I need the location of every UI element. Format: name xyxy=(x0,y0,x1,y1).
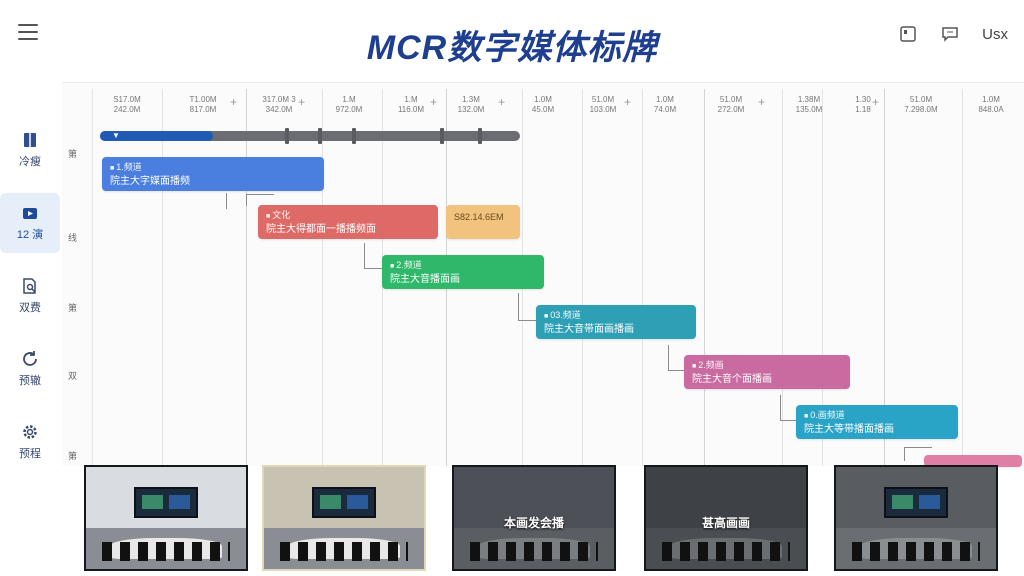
sidebar-item-library[interactable]: 冷瘦 xyxy=(0,120,60,180)
refresh-icon xyxy=(23,351,37,366)
plus-icon[interactable]: + xyxy=(230,95,238,109)
sidebar-item-label: 12 演 xyxy=(16,229,44,241)
row-label: 第 xyxy=(68,303,78,313)
thumbnail[interactable] xyxy=(262,465,426,571)
task-bar[interactable] xyxy=(924,455,1022,467)
plus-icon[interactable]: + xyxy=(872,95,880,109)
plus-icon[interactable]: + xyxy=(498,95,506,109)
progress-tick xyxy=(478,128,482,144)
plus-icon[interactable]: + xyxy=(298,95,306,109)
chat-icon[interactable] xyxy=(940,24,960,44)
sidebar-item-label: 冷瘦 xyxy=(19,156,41,168)
playhead-icon[interactable]: ▼ xyxy=(112,131,120,140)
page-title: MCR数字媒体标牌 xyxy=(366,29,658,67)
sidebar-item-label: 双费 xyxy=(19,302,41,314)
book-icon xyxy=(24,133,36,147)
sidebar-item-label: 预辙 xyxy=(19,375,41,387)
timeline-progress[interactable]: ▼ xyxy=(100,128,520,144)
user-name[interactable]: Usx xyxy=(982,25,1008,43)
progress-tick xyxy=(284,128,289,144)
row-label: 双 xyxy=(68,371,78,381)
sidebar-item-settings[interactable]: 预程 xyxy=(0,412,60,472)
thumbnail[interactable] xyxy=(834,465,998,571)
progress-tick xyxy=(318,128,323,144)
menu-button[interactable] xyxy=(18,24,38,40)
row-label: 第 xyxy=(68,149,78,159)
thumbnail[interactable]: 本画发会播 xyxy=(452,465,616,571)
row-label: 第 xyxy=(68,451,78,461)
row-label: 线 xyxy=(68,233,78,243)
sidebar-item-label: 预程 xyxy=(19,448,41,460)
gear-icon xyxy=(23,425,37,439)
sidebar: 冷瘦 12 演 双费 预辙 预程 xyxy=(0,120,62,460)
progress-tick xyxy=(352,128,356,144)
media-icon xyxy=(23,208,37,219)
sidebar-item-media[interactable]: 12 演 xyxy=(0,193,60,253)
task-bar[interactable]: S82.14.6EM xyxy=(446,205,520,239)
search-doc-icon xyxy=(23,278,36,294)
layout-icon[interactable] xyxy=(898,24,918,44)
sidebar-item-search[interactable]: 双费 xyxy=(0,266,60,326)
sidebar-item-refresh[interactable]: 预辙 xyxy=(0,339,60,399)
header-actions: Usx xyxy=(898,24,1008,44)
progress-fill xyxy=(100,131,214,141)
plus-icon[interactable]: + xyxy=(758,95,766,109)
thumbnail[interactable]: 甚高画画 xyxy=(644,465,808,571)
plus-icon[interactable]: + xyxy=(430,95,438,109)
thumbnail-strip: 本画发会播 甚高画画 xyxy=(84,465,1024,571)
progress-tick xyxy=(440,128,445,144)
plus-icon[interactable]: + xyxy=(624,95,632,109)
thumbnail[interactable] xyxy=(84,465,248,571)
